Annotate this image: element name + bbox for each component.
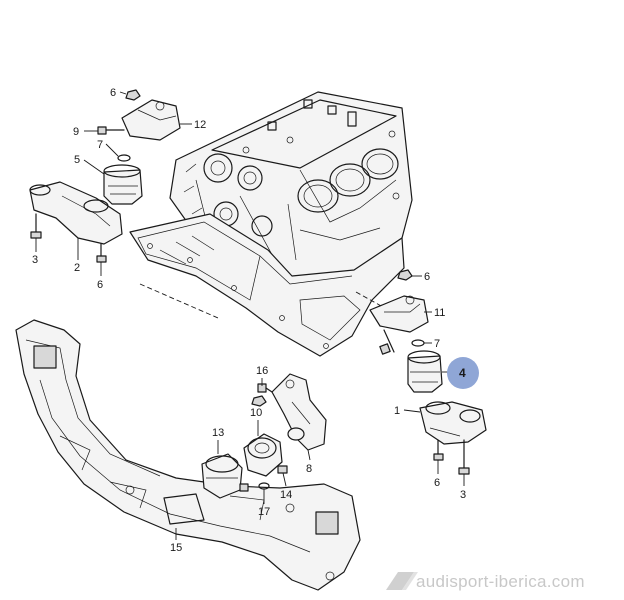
callout-13[interactable]: 13 (212, 427, 224, 439)
left-mount-assembly (29, 89, 181, 263)
callout-6[interactable]: 6 (97, 279, 103, 291)
nut-6-right-lower (433, 453, 444, 461)
nut-6-right-top (397, 269, 413, 281)
callout-10[interactable]: 10 (250, 407, 262, 419)
transmission-mount-assembly (201, 373, 327, 499)
mount-carrier-2 (29, 181, 123, 245)
watermark-text: audisport-iberica.com (416, 572, 585, 591)
callout-5[interactable]: 5 (74, 154, 80, 166)
callout-labels: 6 9 12 7 5 3 2 6 6 11 7 4 1 6 3 16 10 13… (32, 87, 466, 554)
bracket-12 (121, 99, 181, 141)
callout-4[interactable]: 4 (459, 366, 466, 380)
subframe-15 (15, 319, 361, 591)
washer-7-right (411, 339, 425, 347)
callout-3[interactable]: 3 (460, 489, 466, 501)
callout-3[interactable]: 3 (32, 254, 38, 266)
bracket-8 (271, 373, 327, 451)
mount-carrier-1 (419, 401, 487, 445)
callout-6[interactable]: 6 (424, 271, 430, 283)
callout-11[interactable]: 11 (434, 307, 445, 319)
bolt-9 (97, 126, 107, 135)
washer-7-left (117, 154, 131, 162)
nut-6-top (125, 89, 141, 101)
subframe-mount-window-right (315, 511, 339, 535)
highlight-circle-part-4[interactable] (447, 357, 479, 389)
subframe-mount-window-left (33, 345, 57, 369)
callout-6[interactable]: 6 (110, 87, 116, 99)
transmission-mount-10 (243, 433, 283, 477)
callout-6[interactable]: 6 (434, 477, 440, 489)
callout-7[interactable]: 7 (434, 338, 440, 350)
bracket-11 (369, 295, 429, 333)
callout-17[interactable]: 17 (258, 506, 270, 518)
nut-6-lower (96, 255, 107, 263)
leader-lines (35, 91, 465, 540)
callout-7[interactable]: 7 (97, 139, 103, 151)
callout-12[interactable]: 12 (194, 119, 206, 131)
watermark-logo-icon (386, 572, 414, 590)
callout-2[interactable]: 2 (74, 262, 80, 274)
watermark: audisport-iberica.com (386, 572, 585, 591)
nut-14 (277, 465, 288, 474)
callout-14[interactable]: 14 (280, 489, 292, 501)
callout-15[interactable]: 15 (170, 542, 182, 554)
callout-9[interactable]: 9 (73, 126, 79, 138)
callout-1[interactable]: 1 (394, 405, 400, 417)
callout-16[interactable]: 16 (256, 365, 268, 377)
right-mount-assembly (369, 269, 487, 475)
oil-pan (129, 213, 405, 357)
callout-8[interactable]: 8 (306, 463, 312, 475)
